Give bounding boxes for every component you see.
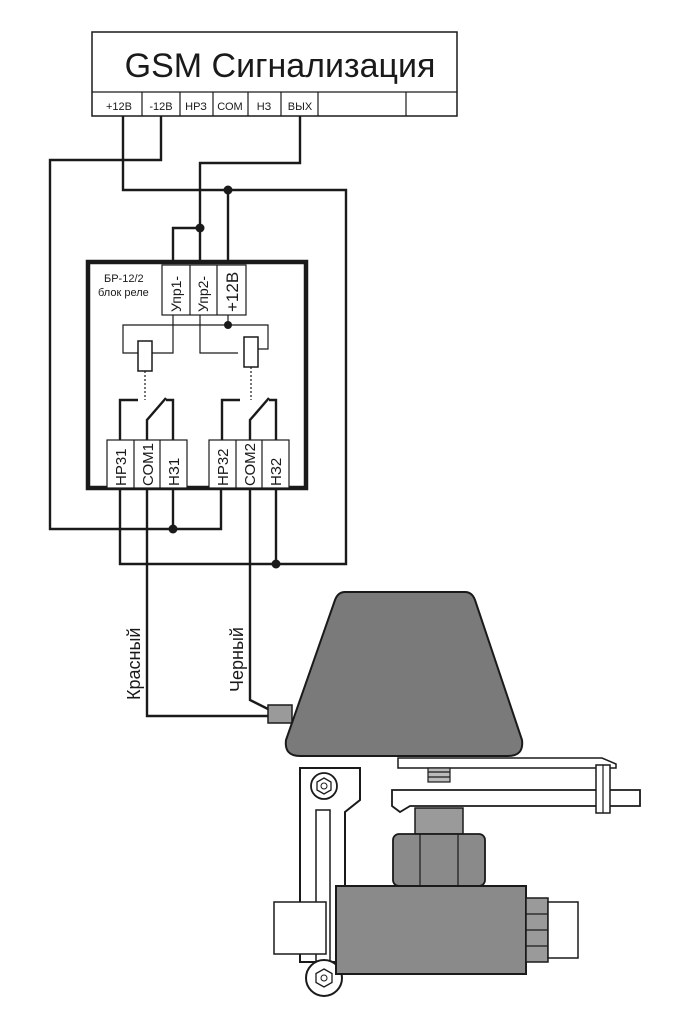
relay-contacts-2	[220, 397, 278, 440]
relay-terminal-upr1: Упр1-	[168, 276, 184, 312]
relay-contacts-1	[118, 397, 175, 440]
relay-block: БР-12/2 блок реле Упр1- Упр2- +12В	[85, 259, 309, 491]
junction-dots	[168, 185, 281, 569]
gsm-terminal-out: ВЫХ	[288, 101, 313, 113]
relay-terminal-nz1: НЗ1	[166, 458, 183, 486]
relay-title-line2: блок реле	[98, 287, 149, 299]
relay-terminal-nr32: НР32	[215, 448, 232, 486]
relay-title-line1: БР-12/2	[104, 273, 144, 285]
relay-coil-1	[137, 340, 153, 372]
red-wire-label: Красный	[124, 628, 144, 700]
gsm-terminal-nrz: НРЗ	[185, 101, 207, 113]
relay-terminal-nr31: НР31	[113, 448, 130, 486]
relay-terminal-com2: СОМ2	[242, 443, 259, 486]
gsm-terminal-nz: НЗ	[257, 101, 272, 113]
relay-terminal-nz2: НЗ2	[268, 458, 285, 486]
gsm-title: GSM Сигнализация	[125, 47, 436, 85]
relay-terminal-plus12v: +12В	[223, 272, 242, 312]
black-wire-label: Черный	[227, 627, 247, 692]
gsm-terminal-com: СОМ	[217, 101, 242, 113]
gsm-terminal-minus12v: -12В	[149, 101, 172, 113]
relay-terminal-upr2: Упр2-	[195, 276, 211, 312]
gsm-terminal-plus12v: +12В	[106, 101, 132, 113]
relay-terminal-com1: СОМ1	[140, 443, 157, 486]
relay-coil-2	[243, 336, 259, 368]
valve-actuator	[267, 591, 641, 997]
gsm-module: GSM Сигнализация +12В -12В НРЗ СОМ НЗ ВЫ…	[91, 31, 458, 117]
wires	[48, 116, 348, 718]
